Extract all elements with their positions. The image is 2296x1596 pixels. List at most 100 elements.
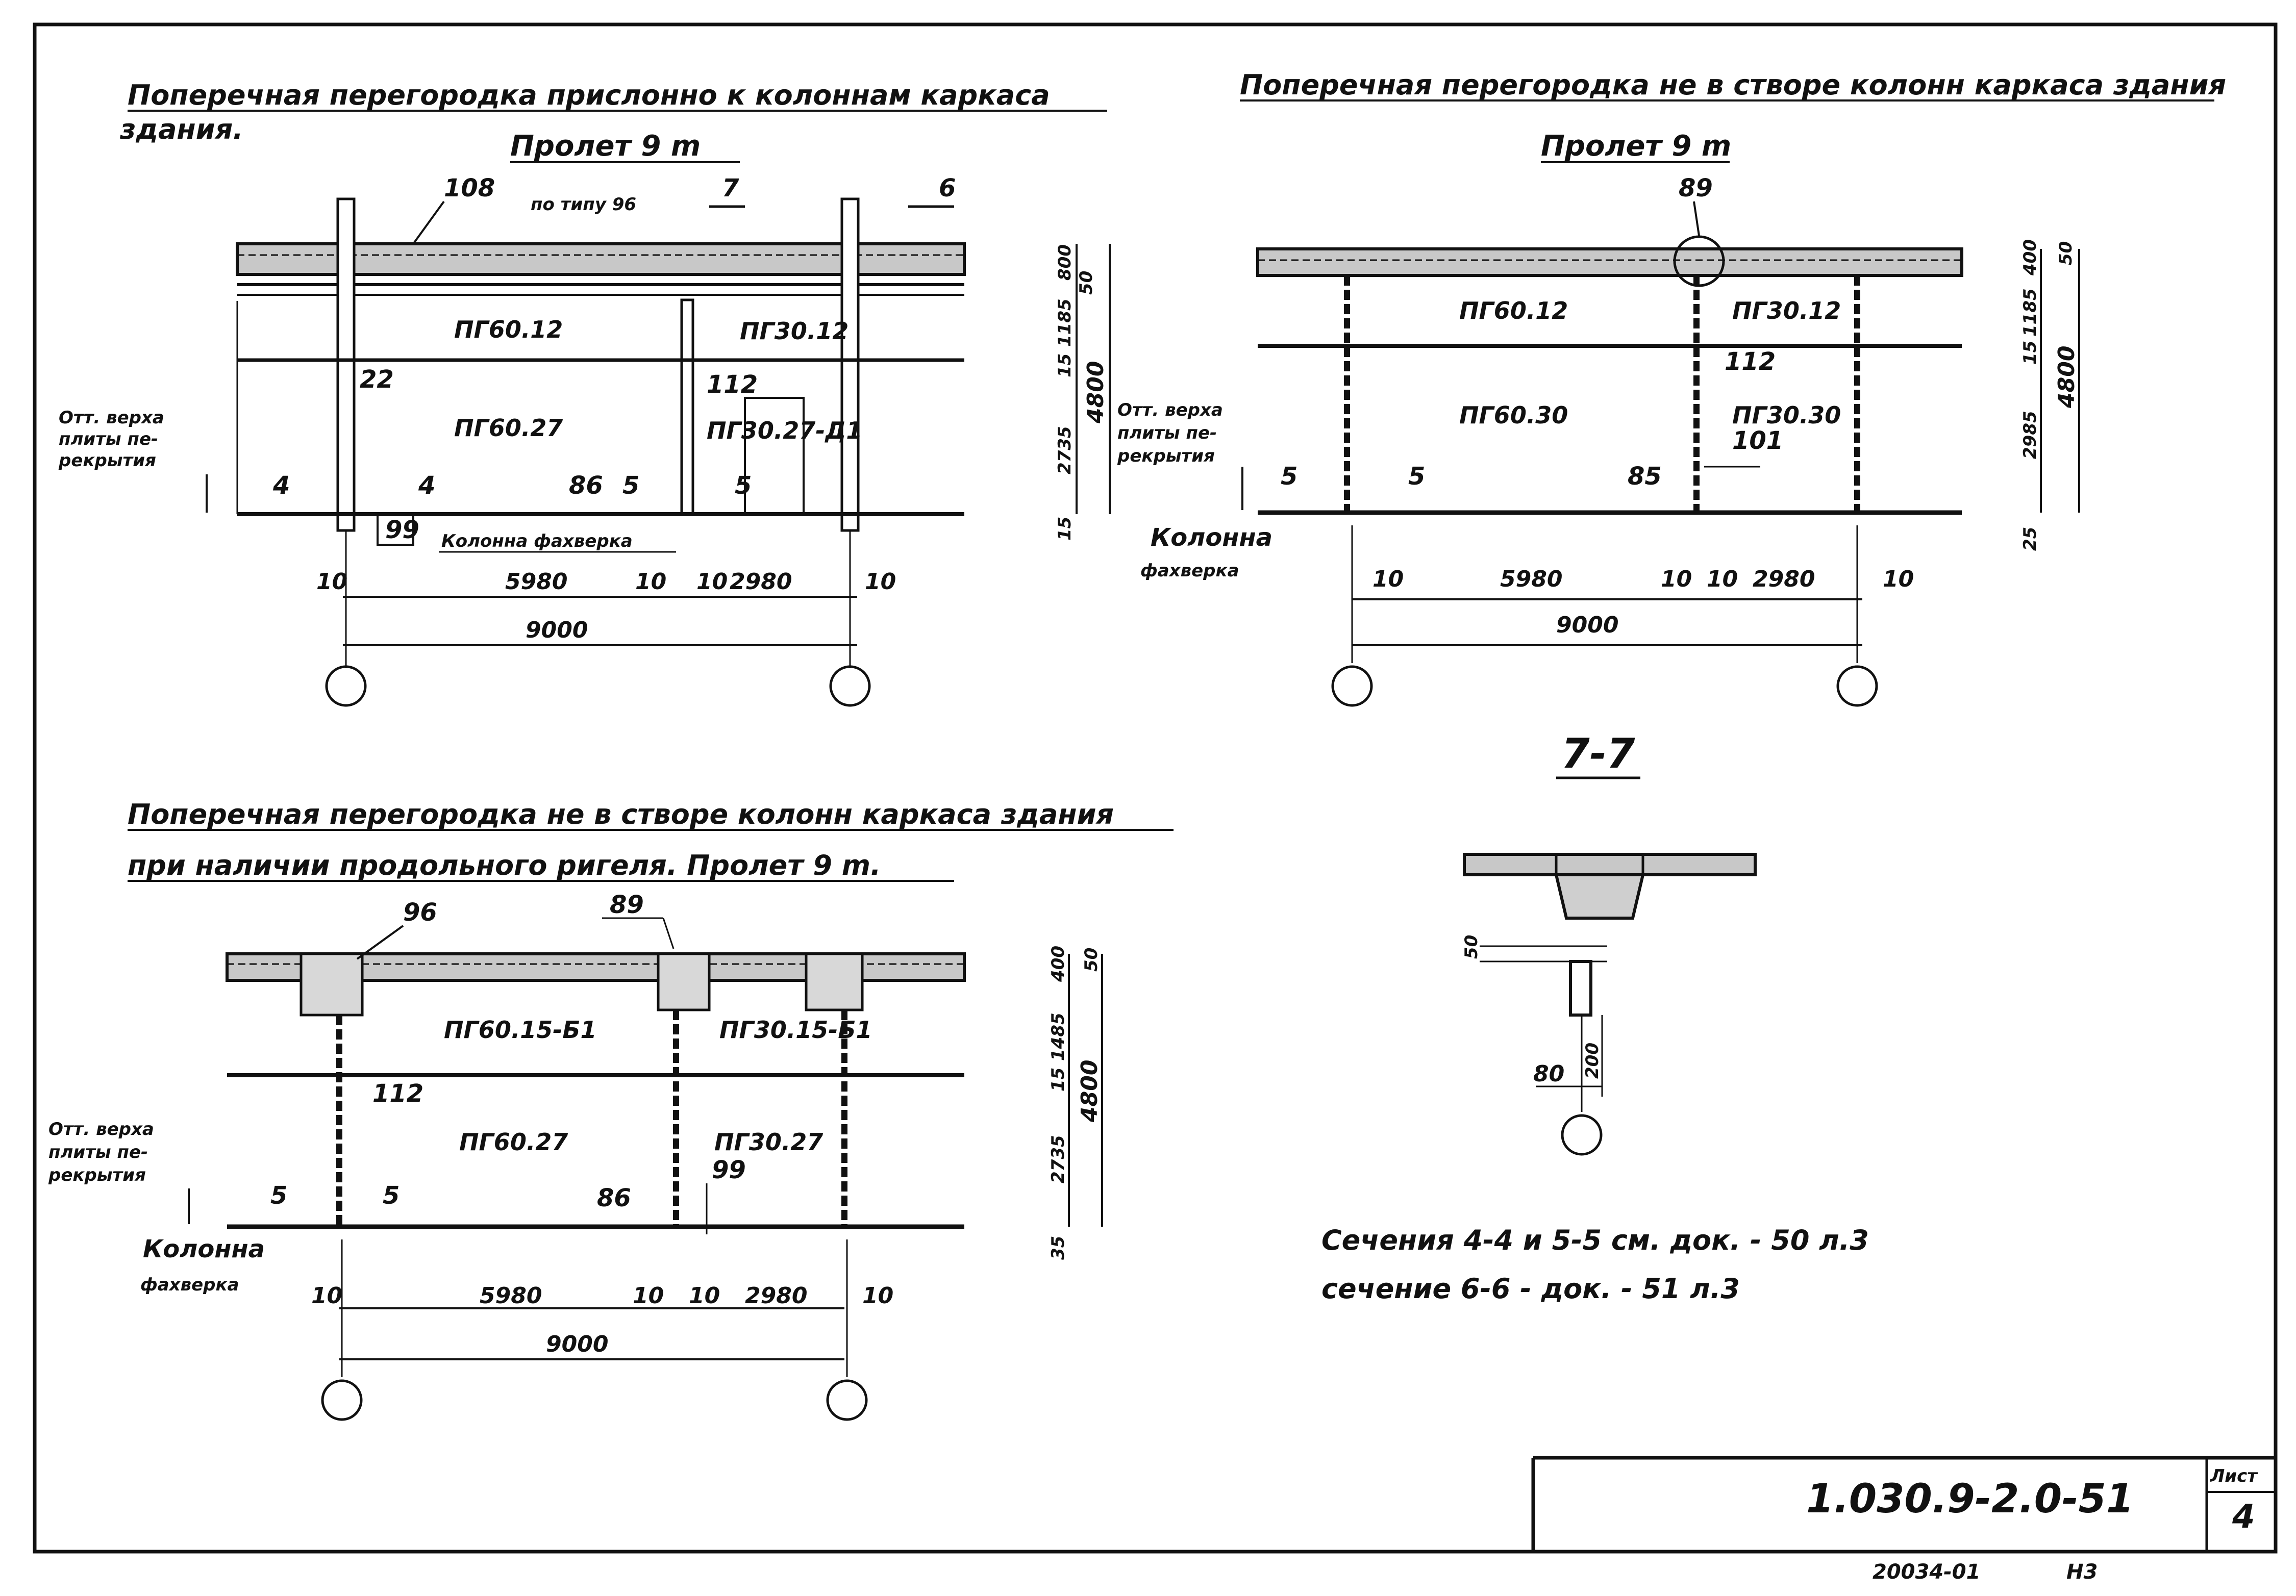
cut-mark-5b: 5 — [735, 471, 752, 500]
ref-86: 86 — [569, 471, 603, 500]
ref-89: 89 — [1679, 174, 1713, 202]
cut-mark-5a: 5 — [270, 1181, 287, 1210]
dim-right-5: 2985 — [2020, 411, 2040, 459]
dim-right-2: 50 — [2056, 241, 2076, 265]
dim-50: 50 — [1461, 935, 1482, 959]
dim-bottom-1: 10 — [1372, 566, 1404, 592]
svg-text:плиты пе-: плиты пе- — [1117, 423, 1217, 443]
panel-upper-right: ПГ30.12 — [740, 317, 848, 345]
section-mark-7: 7 — [722, 174, 739, 202]
column-label: Колонна фахверка — [441, 531, 633, 551]
axis-bubble-left — [1331, 665, 1373, 707]
dim-right-4: 15 — [1048, 1068, 1068, 1092]
dim-right-4: 15 — [1055, 353, 1075, 377]
panel-lower-right: ПГ30.27 — [714, 1128, 823, 1156]
dim-bottom-3: 10 — [1661, 566, 1692, 592]
span-label: Пролет 9 m — [510, 130, 701, 163]
svg-text:Отт. верха: Отт. верха — [48, 1119, 154, 1139]
dim-bottom-5: 2980 — [730, 569, 792, 595]
view-title-line1: Поперечная перегородка прислонно к колон… — [128, 79, 1050, 111]
dim-200: 200 — [1582, 1043, 1603, 1079]
dim-right-2: 50 — [1081, 948, 1102, 972]
dim-right-4: 15 — [2020, 341, 2040, 365]
svg-text:плиты пе-: плиты пе- — [48, 1142, 148, 1162]
view-top-left: Поперечная перегородка прислонно к колон… — [58, 79, 1111, 707]
cut-mark-5b: 5 — [1408, 462, 1425, 491]
svg-text:Отт. верха: Отт. верха — [59, 408, 164, 428]
drawing-code: 1.030.9-2.0-51 — [1806, 1476, 2134, 1522]
sheet-number: 4 — [2232, 1498, 2255, 1536]
level-label: Отт. верха плиты пе- рекрытия — [58, 408, 208, 513]
ref-86: 86 — [597, 1184, 631, 1212]
fachwerk-column — [680, 298, 694, 516]
dim-right-1: 400 — [1048, 946, 1068, 982]
axis-bubble — [1561, 1114, 1603, 1156]
cut-mark-4a: 4 — [272, 471, 290, 500]
ref-112: 112 — [372, 1079, 423, 1108]
dim-bottom-4: 10 — [689, 1283, 720, 1309]
view-title-line2: при наличии продольного ригеля. Пролет 9… — [128, 849, 881, 881]
section-title: 7-7 — [1561, 730, 1635, 777]
ref-85: 85 — [1628, 462, 1662, 491]
dim-right-3: 1185 — [1055, 298, 1075, 347]
column-right — [840, 197, 860, 532]
panel-lower-right: ПГ30.27-Д1 — [707, 417, 862, 444]
roof-slab — [1256, 247, 1963, 277]
sheet-label: Лист — [2210, 1466, 2258, 1486]
dim-bottom-5: 2980 — [1753, 566, 1815, 592]
door-opening — [744, 397, 805, 515]
axis-bubble-left — [325, 665, 367, 707]
node-right — [805, 952, 864, 1011]
format-stamp: Н3 — [2066, 1560, 2098, 1584]
dim-height: 4800 — [1077, 1060, 1103, 1123]
dim-right-3: 1185 — [2020, 288, 2040, 337]
ref-112: 112 — [1725, 347, 1776, 376]
svg-text:плиты пе-: плиты пе- — [59, 429, 158, 449]
svg-text:рекрытия: рекрытия — [48, 1165, 146, 1185]
level-label: Отт. верха плиты пе- рекрытия — [1117, 400, 1243, 510]
dim-right-6: 15 — [1055, 517, 1075, 541]
panel-lower-right: ПГ30.30 — [1732, 401, 1841, 429]
svg-text:Отт. верха: Отт. верха — [1117, 400, 1223, 420]
inventory-stamp: 20034-01 — [1873, 1560, 1980, 1584]
dim-right-1: 800 — [1055, 244, 1075, 281]
dim-bottom-1: 10 — [311, 1283, 342, 1309]
dim-total: 9000 — [1556, 612, 1618, 638]
panel-upper-right: ПГ30.12 — [1732, 297, 1841, 324]
dim-right-5: 2735 — [1055, 426, 1075, 474]
level-label: Отт. верха плиты пе- рекрытия — [48, 1119, 190, 1224]
dim-80: 80 — [1533, 1061, 1564, 1087]
node-96 — [300, 952, 364, 1017]
dim-total: 9000 — [526, 617, 588, 643]
node-89 — [657, 952, 711, 1011]
svg-text:Колонна: Колонна — [143, 1235, 265, 1263]
cut-mark-5a: 5 — [622, 471, 639, 500]
title-block: 1.030.9-2.0-51 Лист 4 20034-01 Н3 — [1806, 1466, 2258, 1584]
dim-height: 4800 — [1083, 361, 1109, 424]
cut-mark-4b: 4 — [418, 471, 435, 500]
section-7-7: 7-7 50 80 200 — [1461, 730, 1757, 1156]
dim-bottom-4: 10 — [696, 569, 728, 595]
cut-mark-5b: 5 — [383, 1181, 400, 1210]
span-label: Пролет 9 m — [1541, 130, 1731, 163]
dim-bottom-5: 2980 — [745, 1283, 807, 1309]
svg-text:Колонна: Колонна — [1151, 523, 1272, 552]
ref-96: 96 — [403, 898, 437, 927]
ref-108: 108 — [444, 174, 495, 202]
view-top-right: Поперечная перегородка не в створе колон… — [1117, 69, 2226, 707]
column-left — [336, 197, 356, 532]
svg-text:фахверка: фахверка — [140, 1275, 239, 1295]
dim-total: 9000 — [546, 1331, 608, 1357]
panel-lower-left: ПГ60.27 — [459, 1128, 568, 1156]
type-note: по типу 96 — [531, 194, 636, 215]
dim-bottom-6: 10 — [865, 569, 896, 595]
view-title-line1: Поперечная перегородка не в створе колон… — [128, 798, 1114, 830]
dim-bottom-3: 10 — [633, 1283, 664, 1309]
dim-bottom-6: 10 — [862, 1283, 893, 1309]
dim-bottom-6: 10 — [1883, 566, 1914, 592]
panel-lower-left: ПГ60.30 — [1459, 401, 1568, 429]
dim-right-6: 35 — [1048, 1236, 1068, 1260]
partition-section — [1569, 960, 1592, 1017]
view-title-line2: здания. — [119, 113, 243, 145]
